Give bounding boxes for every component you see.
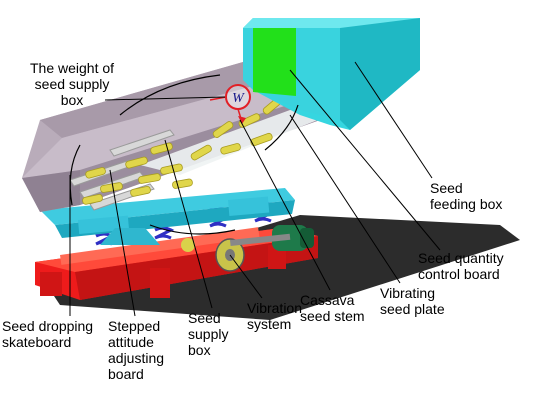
label-seed-dropping-skateboard: Seed dropping skateboard <box>2 318 94 350</box>
vibration-frame <box>40 188 295 245</box>
weight-symbol: W <box>232 91 245 106</box>
label-cassava-seed-stem: Cassava seed stem <box>300 292 365 324</box>
label-seed-quantity-control-board: Seed quantity control board <box>418 250 504 282</box>
weight-indicator <box>209 84 251 124</box>
label-vibration-system: Vibration system <box>247 300 303 332</box>
label-vibrating-seed-plate: Vibrating seed plate <box>380 285 445 317</box>
vibrating-seed-plate <box>140 110 330 175</box>
label-weight: The weight of seed supply box <box>30 60 115 108</box>
leader-lines <box>69 61 441 317</box>
label-seed-supply-box: Seed supply box <box>188 310 229 358</box>
label-stepped-attitude-adjusting-board: Stepped attitude adjusting board <box>108 318 165 382</box>
label-seed-feeding-box: Seed feeding box <box>430 180 503 212</box>
motion-arcs <box>69 74 299 235</box>
seed-quantity-control-board <box>253 28 296 96</box>
